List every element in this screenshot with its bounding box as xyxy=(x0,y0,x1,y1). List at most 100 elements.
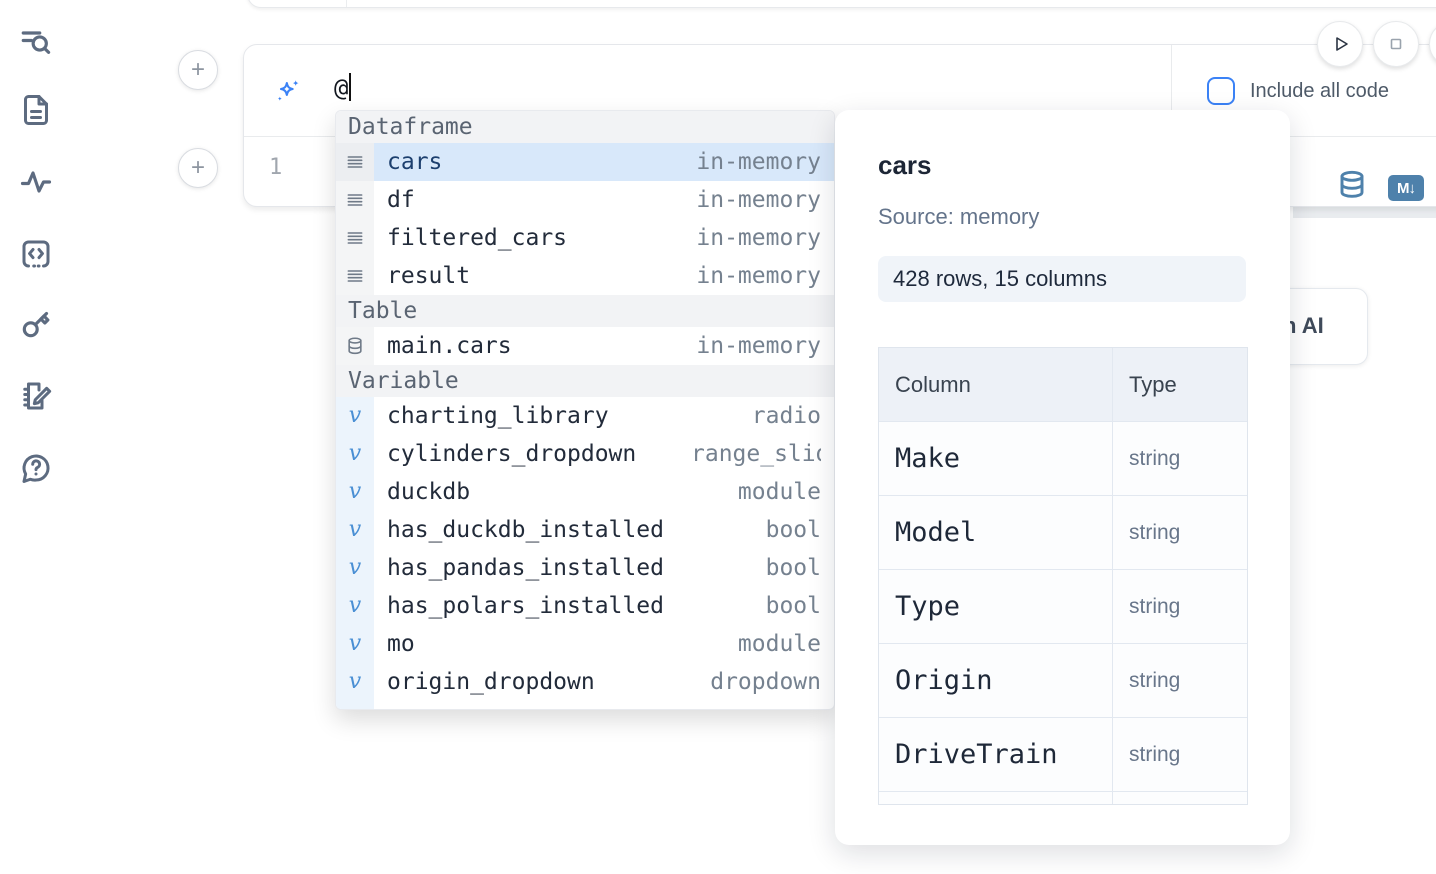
include-all-code-label: Include all code xyxy=(1250,80,1389,102)
shape-badge: 428 rows, 15 columns xyxy=(878,256,1246,302)
completion-item-label: mo xyxy=(387,631,415,657)
schema-column-name: DriveTrain xyxy=(879,718,1113,791)
completion-item-label: has_duckdb_installed xyxy=(387,517,664,543)
completion-item[interactable]: v origin_dropdown dropdown xyxy=(336,663,834,701)
completion-item-label: cylinders_dropdown xyxy=(387,441,637,467)
completion-item-label: duckdb xyxy=(387,479,471,505)
stop-icon xyxy=(1390,38,1402,50)
completion-item-label: result xyxy=(387,263,471,289)
variable-icon: v xyxy=(336,397,374,435)
divider xyxy=(1171,45,1172,137)
previous-cell-edge xyxy=(247,0,1436,8)
completion-item-type: module xyxy=(737,631,821,657)
preview-title: cars xyxy=(878,150,932,180)
schema-column-name: Origin xyxy=(879,644,1113,717)
run-cell-button[interactable] xyxy=(1317,21,1363,67)
schema-header-row: Column Type xyxy=(879,348,1247,422)
completion-item-type: module xyxy=(738,707,821,709)
rows-icon xyxy=(336,257,374,295)
rows-icon xyxy=(336,181,374,219)
completion-item-type: in-memory xyxy=(696,225,821,251)
document-icon[interactable] xyxy=(18,92,54,128)
notebook-edit-icon[interactable] xyxy=(18,378,54,414)
schema-column-type: string xyxy=(1113,718,1247,791)
activity-icon[interactable] xyxy=(18,164,54,200)
schema-column-name: Type xyxy=(879,570,1113,643)
completion-item-type: range_slider xyxy=(691,441,821,467)
variable-icon: v xyxy=(336,663,374,701)
database-icon xyxy=(336,327,374,365)
completion-item-type: bool xyxy=(765,517,821,543)
preview-source: Source: memory xyxy=(878,204,1040,229)
completion-item-type: bool xyxy=(765,555,821,581)
completion-item-label: pd xyxy=(387,707,415,709)
database-output-icon[interactable] xyxy=(1336,169,1368,203)
completion-item-type: in-memory xyxy=(696,263,821,289)
variable-icon: v xyxy=(336,625,374,663)
completion-item[interactable]: v cylinders_dropdown range_slider xyxy=(336,435,834,473)
add-cell-button-bottom[interactable]: + xyxy=(178,148,218,188)
ai-prompt-input[interactable]: @ xyxy=(334,73,352,102)
completion-item-type: module xyxy=(737,479,821,505)
variable-icon: v xyxy=(336,435,374,473)
completion-item-label: filtered_cars xyxy=(387,225,568,251)
completion-item-label: origin_dropdown xyxy=(387,669,595,695)
completion-item[interactable]: result in-memory xyxy=(336,257,834,295)
schema-column-type: string xyxy=(1113,570,1247,643)
completion-item-label: charting_library xyxy=(387,403,609,429)
code-box-icon[interactable] xyxy=(18,236,54,272)
left-sidebar xyxy=(0,0,72,874)
completion-item-type: dropdown xyxy=(710,669,821,695)
play-icon xyxy=(1336,37,1348,51)
completion-item[interactable]: df in-memory xyxy=(336,181,834,219)
include-all-code-checkbox[interactable] xyxy=(1207,77,1235,105)
completion-item[interactable]: main.cars in-memory xyxy=(336,327,834,365)
schema-column-name xyxy=(879,792,1113,804)
rows-icon xyxy=(336,219,374,257)
completion-item-label: df xyxy=(387,187,415,213)
completion-item-label: main.cars xyxy=(387,333,512,359)
variable-icon: v xyxy=(336,701,374,709)
completion-item-label: has_pandas_installed xyxy=(387,555,664,581)
line-number: 1 xyxy=(269,155,283,180)
column-header: Column xyxy=(879,348,1113,421)
variable-icon: v xyxy=(336,587,374,625)
completion-item[interactable]: v pd module xyxy=(336,701,834,709)
completion-section-header: Dataframe xyxy=(336,111,834,143)
key-icon[interactable] xyxy=(18,306,54,342)
add-cell-button-top[interactable]: + xyxy=(178,50,218,90)
variable-icon: v xyxy=(336,549,374,587)
type-header: Type xyxy=(1113,348,1247,421)
completion-item-label: has_polars_installed xyxy=(387,593,664,619)
rows-icon xyxy=(336,143,374,181)
completion-section-header: Variable xyxy=(336,365,834,397)
completion-section-header: Table xyxy=(336,295,834,327)
completion-item[interactable]: filtered_cars in-memory xyxy=(336,219,834,257)
schema-column-type: string xyxy=(1113,422,1247,495)
variable-icon: v xyxy=(336,511,374,549)
stop-button[interactable] xyxy=(1373,21,1419,67)
markdown-badge[interactable]: M↓ xyxy=(1388,175,1424,201)
completion-item-type: radio xyxy=(751,403,821,429)
completion-item-type: in-memory xyxy=(696,149,821,175)
completion-item[interactable]: v charting_library radio xyxy=(336,397,834,435)
schema-column-type xyxy=(1113,792,1247,804)
sparkles-icon xyxy=(274,77,302,105)
help-chat-icon[interactable] xyxy=(18,450,54,486)
completion-item-type: in-memory xyxy=(696,187,821,213)
code-editor-row[interactable]: 1 xyxy=(244,137,1436,206)
completion-item[interactable]: v has_duckdb_installed bool xyxy=(336,511,834,549)
search-list-icon[interactable] xyxy=(18,24,54,60)
previous-cell-divider xyxy=(346,0,347,7)
completion-item-type: in-memory xyxy=(696,333,821,359)
completion-item[interactable]: v has_pandas_installed bool xyxy=(336,549,834,587)
